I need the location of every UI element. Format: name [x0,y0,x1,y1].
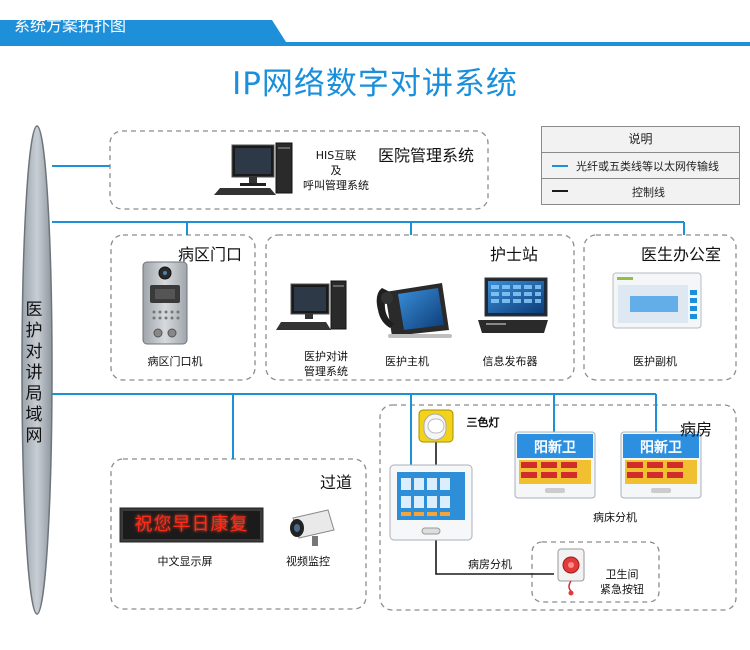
backbone-label-char: 对 [25,342,43,362]
door-station-label: 病区门口机 [147,355,203,368]
control-line-toilet [435,540,554,575]
bed-unit-label: 病床分机 [593,511,637,524]
group-box-nurse-station [265,234,575,381]
his-label: HIS互联 及 呼叫管理系统 [296,148,376,193]
tri-color-lamp-label: 三色灯 [466,416,500,429]
nurse-pc-label-line: 医护对讲 [304,350,348,363]
led-display-label: 中文显示屏 [157,555,213,568]
bed-unit-icon [620,431,702,499]
legend-item-control: 控制线 [542,179,739,203]
legend-item-label: 控制线 [632,186,665,199]
backbone-label-char: 域 [25,405,43,425]
door-station-icon [142,261,188,345]
room-unit-label: 病房分机 [468,558,512,571]
emergency-button-icon [557,548,585,596]
pc-icon [276,280,347,330]
led-display [123,511,260,539]
nurse-pc-label-line: 管理系统 [304,365,348,378]
his-label-line: 呼叫管理系统 [303,179,369,192]
backbone-label-char: 护 [25,321,43,341]
camera-label: 视频监控 [286,555,330,568]
doctor-terminal-icon [612,272,702,329]
led-display-text: 祝您早日康复 [134,514,249,535]
doctor-terminal-label: 医护副机 [633,355,677,368]
legend-item-label: 光纤或五类线等以太网传输线 [576,160,719,173]
group-title-corridor: 过道 [320,473,353,492]
backbone-label-char: 网 [25,426,43,446]
nurse-host-label: 医护主机 [385,355,429,368]
toilet-button-label-line: 紧急按钮 [600,583,644,596]
nurse-host-icon [376,283,452,338]
toilet-button-label: 卫生间 紧急按钮 [590,567,654,597]
tri-color-lamp-icon [418,409,454,443]
lan-backbone [21,125,53,615]
bed-unit-icon [514,431,596,499]
camera-icon [290,509,335,546]
group-title-ward-gate: 病区门口 [178,245,243,264]
group-box-ward-gate [110,234,256,381]
lan-backbone-label: 医 护 对 讲 局 域 网 [22,300,46,447]
legend-title: 说明 [542,127,739,153]
his-label-line: 及 [330,164,342,177]
group-title-hospital-mgmt: 医院管理系统 [378,146,475,165]
info-publisher-label: 信息发布器 [482,355,538,368]
backbone-label-char: 局 [25,384,43,404]
group-title-doctor-office: 医生办公室 [641,245,722,264]
backbone-label-char: 医 [25,300,43,320]
group-box-ward [379,404,737,611]
group-title-ward: 病房 [680,420,713,439]
bed-unit-screen-text: 阳新卫 [640,440,682,456]
nurse-pc-label: 医护对讲 管理系统 [286,349,366,379]
legend-item-ethernet: 光纤或五类线等以太网传输线 [542,153,739,179]
group-box-hospital-mgmt [109,130,489,210]
control-line-swatch [552,190,568,192]
backbone-label-char: 讲 [25,363,43,383]
his-label-line: HIS互联 [315,149,357,162]
group-box-doctor-office [583,234,737,381]
header-bar [0,20,750,46]
bed-unit-screen-text: 阳新卫 [534,440,576,456]
diagram-title: IP网络数字对讲系统 [232,66,518,102]
group-title-nurse-station: 护士站 [490,245,539,264]
legend: 说明 光纤或五类线等以太网传输线 控制线 [541,126,740,205]
ethernet-line-swatch [552,165,568,167]
info-publisher-icon [478,277,548,333]
room-unit-icon [389,464,473,541]
toilet-button-label-line: 卫生间 [605,568,639,581]
pc-icon [214,142,293,195]
header-title: 系统方案拓扑图 [14,16,127,35]
